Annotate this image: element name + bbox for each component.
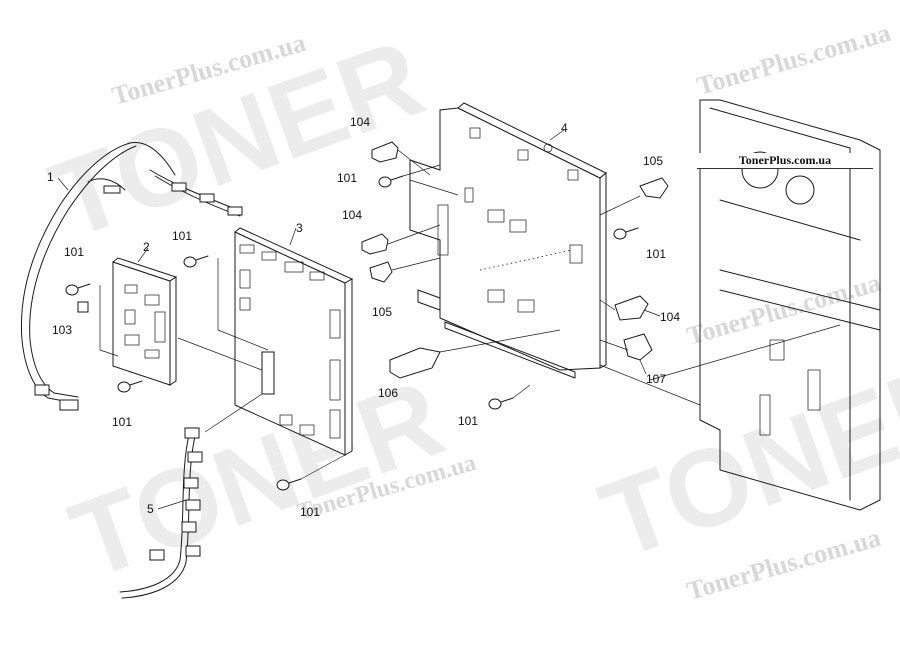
- callout-4: 4: [561, 121, 568, 135]
- callout-105: 105: [643, 154, 663, 168]
- screw-icon: [488, 397, 514, 410]
- screw-parts-101: [65, 164, 639, 491]
- watermark-text: TonerPlus.com.ua: [694, 18, 894, 101]
- part-103: [77, 301, 89, 313]
- frame-plate-4: [409, 102, 607, 379]
- screw-icon: [183, 255, 209, 268]
- connector: [181, 521, 197, 533]
- callout-107: 107: [646, 372, 666, 386]
- callout-1: 1: [47, 170, 54, 184]
- clip-107: [623, 333, 653, 361]
- screw-icon: [378, 175, 404, 188]
- screw-icon: [65, 283, 91, 296]
- connector: [199, 193, 215, 203]
- callout-101: 101: [64, 245, 84, 259]
- callout-2: 2: [143, 240, 150, 254]
- wire-harness-1: [20, 141, 243, 411]
- callout-104: 104: [660, 310, 680, 324]
- callout-3: 3: [296, 221, 303, 235]
- clip-104: [614, 295, 649, 321]
- screw-icon: [613, 227, 639, 240]
- callout-105: 105: [372, 305, 392, 319]
- callout-101: 101: [172, 229, 192, 243]
- callout-5: 5: [147, 502, 154, 516]
- clip-104: [361, 233, 389, 255]
- connector: [59, 399, 79, 411]
- connector: [185, 499, 201, 511]
- callout-101: 101: [458, 414, 478, 428]
- pcb-board-3: [177, 227, 354, 456]
- connector: [103, 185, 121, 194]
- callout-101: 101: [646, 247, 666, 261]
- connector: [34, 384, 50, 396]
- connector: [183, 477, 199, 489]
- callout-101: 101: [300, 505, 320, 519]
- connector: [149, 549, 165, 561]
- callout-104: 104: [342, 208, 362, 222]
- pcb-board-2: [99, 257, 178, 386]
- callout-104: 104: [350, 115, 370, 129]
- connector: [184, 427, 200, 439]
- connector: [227, 206, 243, 216]
- clip-parts: [77, 141, 669, 379]
- clip-104: [371, 141, 399, 163]
- source-label: TonerPlus.com.ua: [697, 153, 873, 169]
- screw-icon: [117, 380, 143, 393]
- callout-101: 101: [112, 415, 132, 429]
- wire-harness-5: [119, 393, 263, 599]
- clip-105: [369, 261, 393, 283]
- callout-101: 101: [337, 171, 357, 185]
- screw-icon: [276, 478, 302, 491]
- callouts: 1 2 3 4 5 101 101 101 101 101 101 101 10…: [47, 115, 680, 519]
- connector: [185, 545, 201, 557]
- connector: [187, 451, 203, 463]
- callout-103: 103: [52, 323, 72, 337]
- callout-106: 106: [378, 386, 398, 400]
- watermark-text: TonerPlus.com.ua: [684, 268, 884, 351]
- connector: [171, 182, 187, 192]
- leader-lines: [57, 129, 661, 510]
- machine-body: [599, 99, 881, 511]
- clip-105: [639, 177, 669, 199]
- clip-106: [389, 347, 441, 379]
